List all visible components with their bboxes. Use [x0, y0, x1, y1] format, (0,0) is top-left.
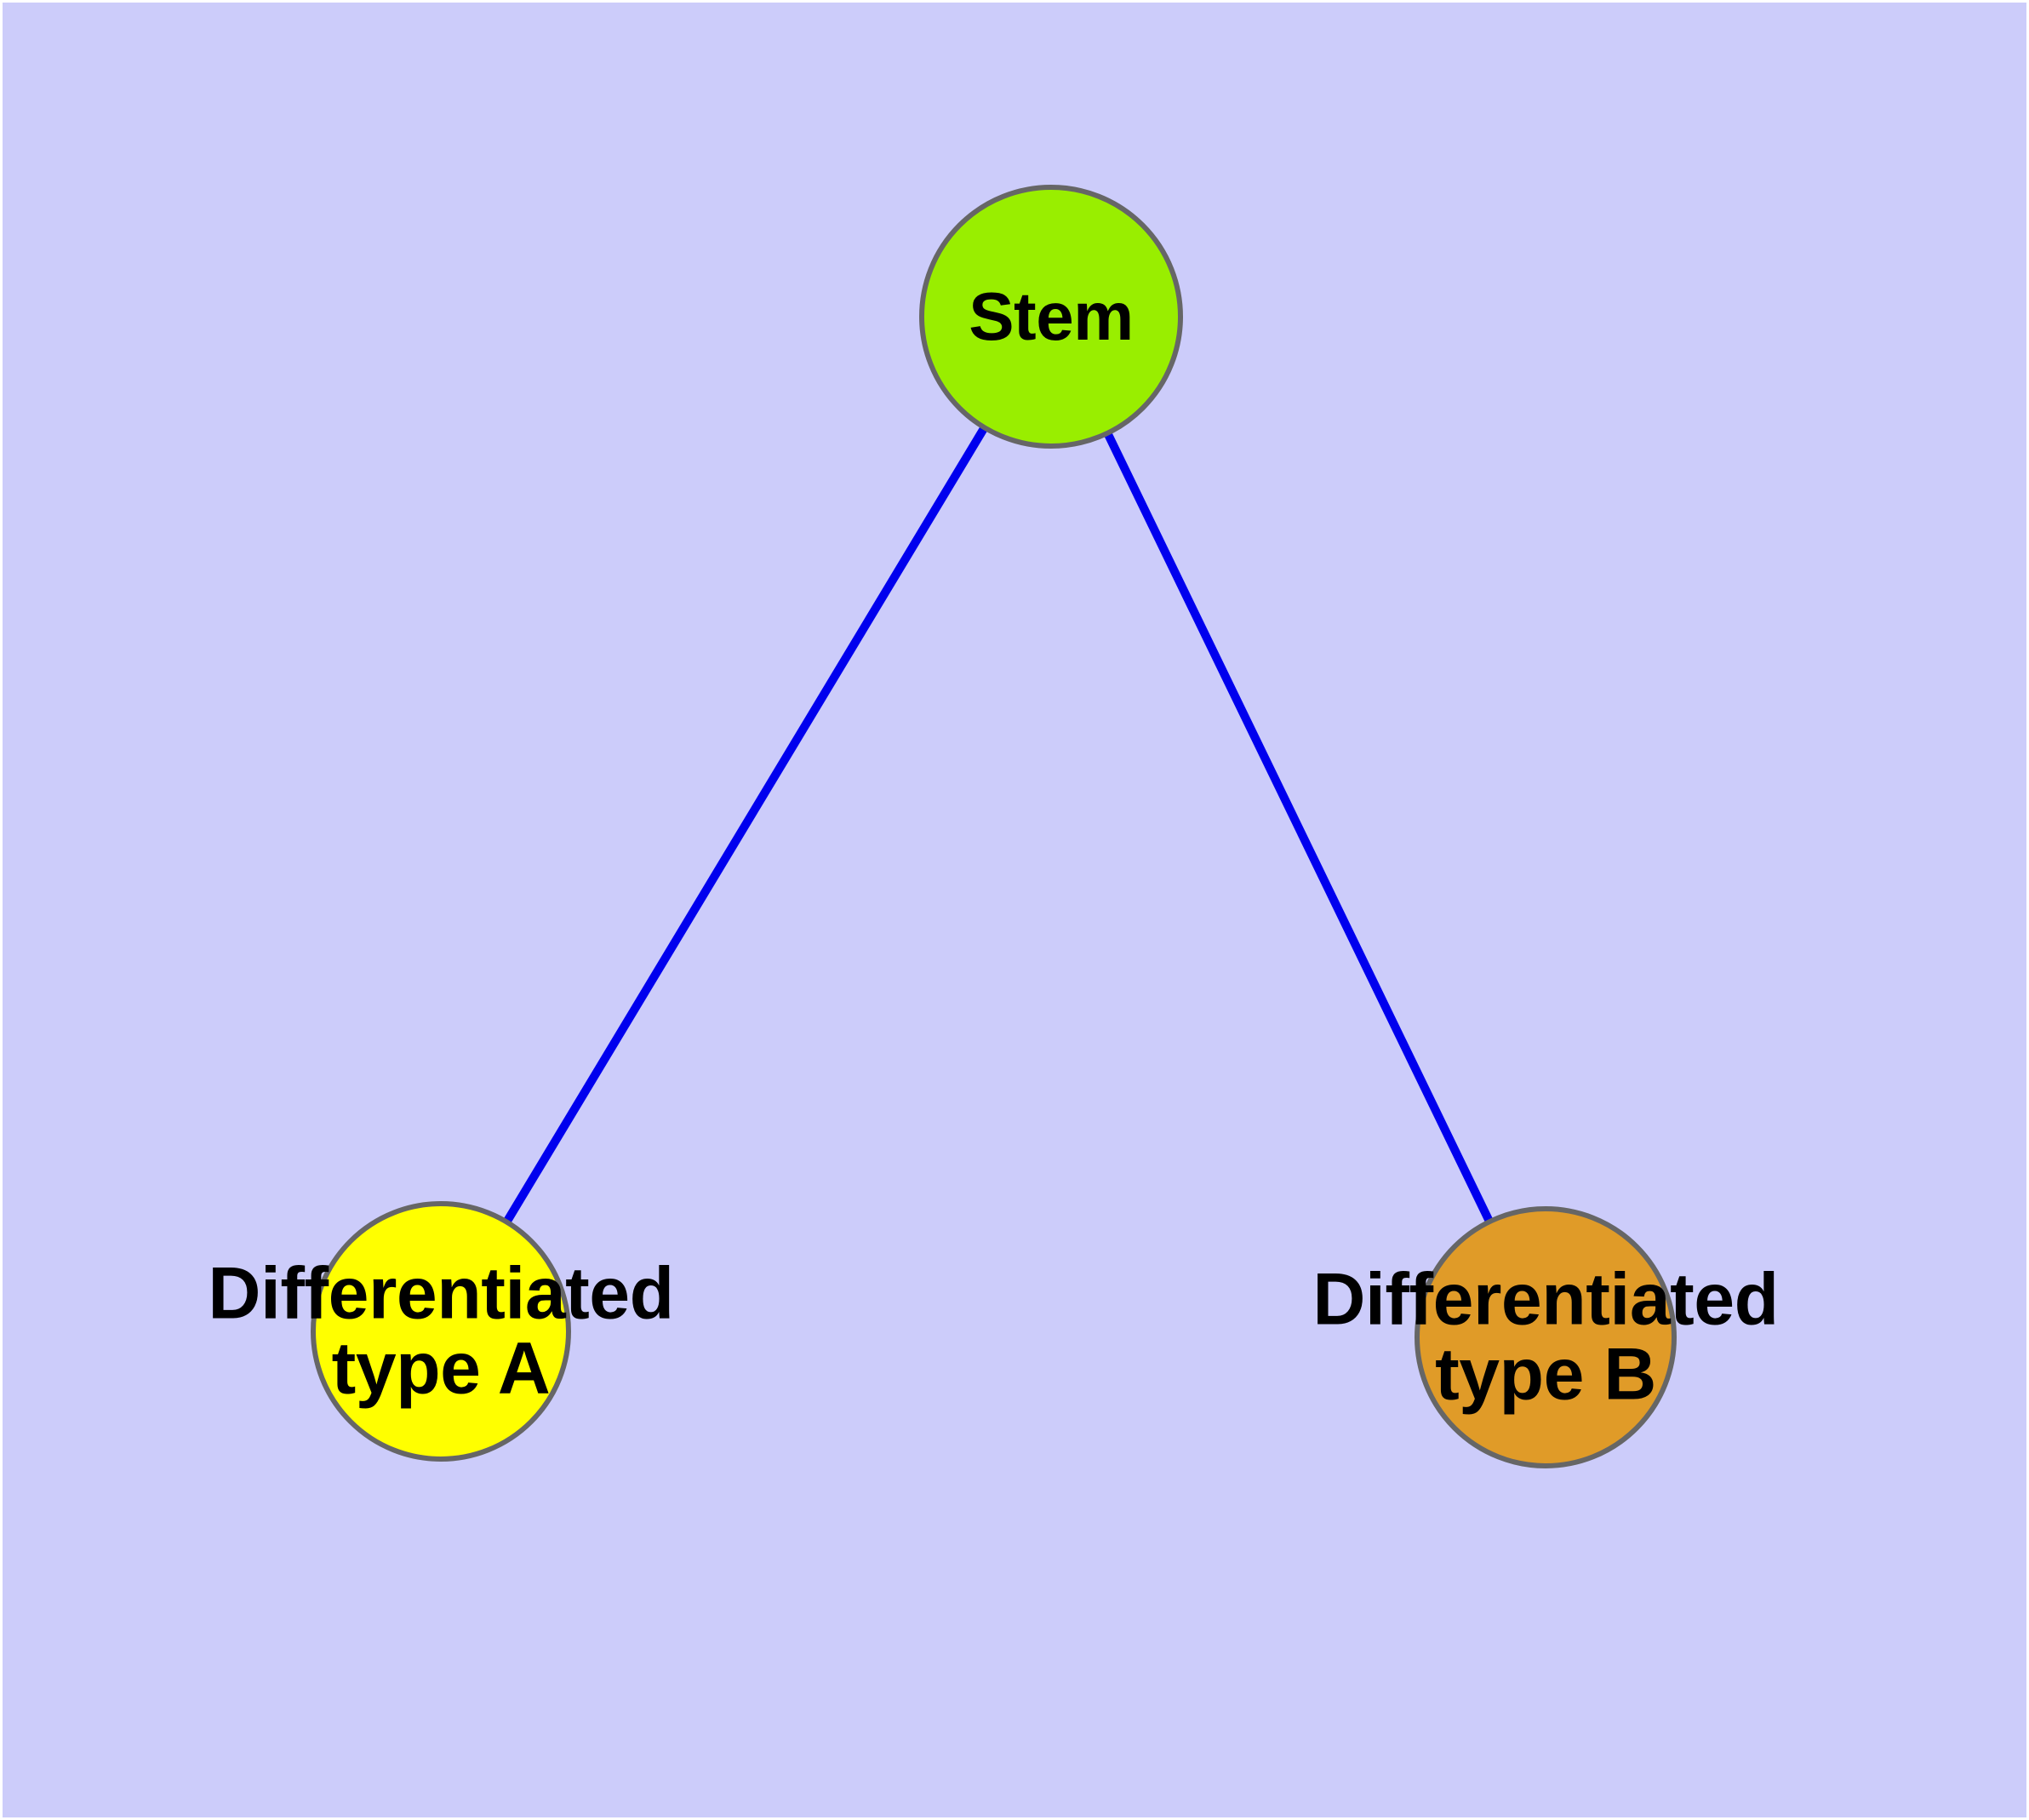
edge-stem-diff-b[interactable] [1047, 314, 1550, 1340]
edge-stem-diff-a[interactable] [437, 314, 1055, 1334]
node-diff_b[interactable] [1415, 1206, 1677, 1468]
edge-layer [437, 314, 1550, 1340]
node-layer [311, 185, 1677, 1468]
node-stem[interactable] [919, 185, 1183, 449]
node-diff_a[interactable] [311, 1201, 571, 1462]
